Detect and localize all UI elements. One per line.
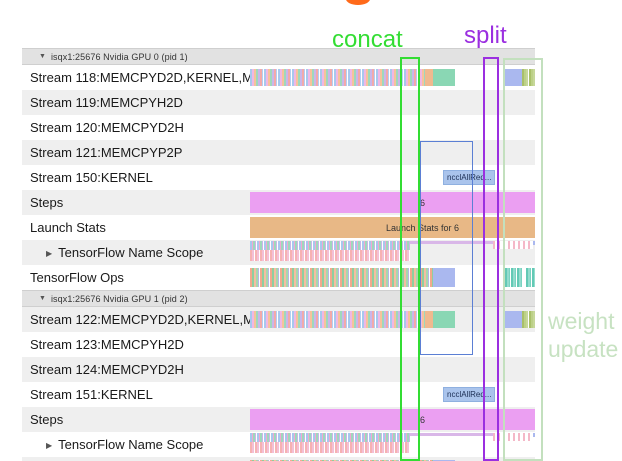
trace-bar[interactable] <box>522 311 535 328</box>
trace-row[interactable]: ▶ TensorFlow Name Scope <box>22 240 535 265</box>
trace-row[interactable]: ▶ TensorFlow Name Scope <box>22 432 535 457</box>
trace-row-label: ▶ TensorFlow Name Scope <box>22 437 250 452</box>
trace-row-label: ▶ TensorFlow Name Scope <box>22 245 250 260</box>
group-header[interactable]: ▼ isqx1:25676 Nvidia GPU 0 (pid 1) <box>22 48 535 65</box>
trace-row-label: Steps <box>30 195 64 210</box>
trace-row-label: Steps <box>30 412 64 427</box>
trace-row-lane[interactable] <box>250 115 535 140</box>
trace-row[interactable]: Stream 150:KERNEL ncclAllRed... <box>22 165 535 190</box>
trace-row[interactable]: Stream 151:KERNEL ncclAllRed... <box>22 382 535 407</box>
trace-row-label: Stream 151:KERNEL <box>30 387 153 402</box>
trace-row-label-text: TensorFlow Name Scope <box>58 437 204 452</box>
annotation-label-split: split <box>464 22 507 49</box>
trace-bar[interactable] <box>522 69 535 86</box>
trace-bar[interactable] <box>250 442 410 453</box>
trace-bar[interactable] <box>425 311 433 328</box>
trace-row-lane[interactable]: 6 <box>250 407 535 432</box>
trace-row-lane[interactable] <box>250 140 535 165</box>
trace-bar[interactable] <box>425 69 433 86</box>
trace-bar[interactable] <box>250 241 410 250</box>
group-title: isqx1:25676 Nvidia GPU 0 (pid 1) <box>50 51 188 62</box>
trace-bar[interactable] <box>493 433 533 441</box>
nccl-allreduce-bar[interactable]: ncclAllRed... <box>443 387 495 402</box>
trace-bar[interactable] <box>526 268 535 287</box>
trace-row-label: Stream 150:KERNEL <box>30 170 153 185</box>
trace-row[interactable]: Stream 119:MEMCPYH2D <box>22 90 535 115</box>
group-title: isqx1:25676 Nvidia GPU 1 (pid 2) <box>50 293 188 304</box>
trace-bar[interactable]: 6 <box>250 192 535 213</box>
trace-row-lane[interactable]: 6 <box>250 190 535 215</box>
trace-row[interactable]: Steps 6 <box>22 407 535 432</box>
trace-bar[interactable] <box>410 433 535 436</box>
trace-bar[interactable]: 6 <box>250 409 535 430</box>
trace-row-lane[interactable]: ncclAllRed... <box>250 382 535 407</box>
trace-row[interactable]: Stream 121:MEMCPYP2P <box>22 140 535 165</box>
trace-bar[interactable] <box>250 311 425 328</box>
trace-row-label-text: TensorFlow Name Scope <box>58 245 204 260</box>
trace-bar[interactable] <box>505 69 522 86</box>
chevron-down-icon[interactable]: ▼ <box>39 295 46 302</box>
trace-groups: ▼ isqx1:25676 Nvidia GPU 0 (pid 1) Stream … <box>22 48 535 461</box>
trace-row-lane[interactable] <box>250 332 535 357</box>
trace-row-lane[interactable] <box>250 240 535 265</box>
cursor-blob <box>346 0 370 5</box>
trace-row[interactable]: Stream 123:MEMCPYH2D <box>22 332 535 357</box>
trace-viewer-panel[interactable]: ▼ isqx1:25676 Nvidia GPU 0 (pid 1) Stream … <box>22 48 535 461</box>
trace-row-lane[interactable] <box>250 357 535 382</box>
trace-bar[interactable]: Launch Stats for 6 <box>250 217 535 238</box>
nccl-allreduce-bar[interactable]: ncclAllRed... <box>443 170 495 185</box>
trace-bar[interactable] <box>250 250 410 261</box>
trace-row-label: Stream 122:MEMCPYD2D,KERNEL,MI <box>30 312 250 327</box>
trace-row-lane[interactable] <box>250 457 535 461</box>
trace-row-lane[interactable]: ncclAllRed... <box>250 165 535 190</box>
trace-row-label: Stream 121:MEMCPYP2P <box>30 145 183 160</box>
trace-bar[interactable] <box>433 69 455 86</box>
trace-row-lane[interactable] <box>250 90 535 115</box>
trace-bar[interactable] <box>433 311 455 328</box>
trace-bar[interactable] <box>250 433 410 442</box>
trace-row-label: Stream 123:MEMCPYH2D <box>30 337 184 352</box>
trace-row[interactable]: TensorFlow Ops <box>22 457 535 461</box>
annotation-label-weight-update-line1: weight <box>548 308 615 334</box>
trace-row-lane[interactable] <box>250 307 535 332</box>
trace-row[interactable]: Launch Stats Launch Stats for 6 <box>22 215 535 240</box>
trace-bar[interactable] <box>250 69 425 86</box>
chevron-down-icon[interactable]: ▼ <box>39 53 46 60</box>
trace-row[interactable]: Stream 120:MEMCPYD2H <box>22 115 535 140</box>
trace-row-label: Stream 120:MEMCPYD2H <box>30 120 184 135</box>
trace-bar[interactable] <box>250 268 433 287</box>
trace-row-label: Launch Stats <box>30 220 106 235</box>
trace-row-label: Stream 119:MEMCPYH2D <box>30 95 183 110</box>
step-number-label: 6 <box>419 414 425 425</box>
trace-row[interactable]: Stream 124:MEMCPYD2H <box>22 357 535 382</box>
trace-bar[interactable] <box>493 241 533 249</box>
trace-bar[interactable] <box>533 241 535 245</box>
trace-row-lane[interactable] <box>250 265 535 290</box>
chevron-right-icon[interactable]: ▶ <box>46 249 53 258</box>
trace-row-lane[interactable] <box>250 432 535 457</box>
trace-bar[interactable] <box>433 268 455 287</box>
trace-row[interactable]: Steps 6 <box>22 190 535 215</box>
trace-row[interactable]: Stream 118:MEMCPYD2D,KERNEL,ME <box>22 65 535 90</box>
chevron-right-icon[interactable]: ▶ <box>46 441 53 450</box>
trace-row-lane[interactable]: Launch Stats for 6 <box>250 215 535 240</box>
step-number-label: 6 <box>419 197 425 208</box>
trace-bar[interactable] <box>533 433 535 437</box>
trace-row[interactable]: Stream 122:MEMCPYD2D,KERNEL,MI <box>22 307 535 332</box>
trace-row-label: Stream 118:MEMCPYD2D,KERNEL,ME <box>30 70 250 85</box>
trace-bar[interactable] <box>505 268 522 287</box>
trace-row-label: Stream 124:MEMCPYD2H <box>30 362 184 377</box>
launch-stats-label: Launch Stats for 6 <box>385 222 460 233</box>
trace-row-label: TensorFlow Ops <box>30 270 124 285</box>
trace-bar[interactable] <box>505 311 522 328</box>
group-header[interactable]: ▼ isqx1:25676 Nvidia GPU 1 (pid 2) <box>22 290 535 307</box>
annotation-label-weight-update-line2: update <box>548 336 619 362</box>
trace-row[interactable]: TensorFlow Ops <box>22 265 535 290</box>
trace-row-lane[interactable] <box>250 65 535 90</box>
